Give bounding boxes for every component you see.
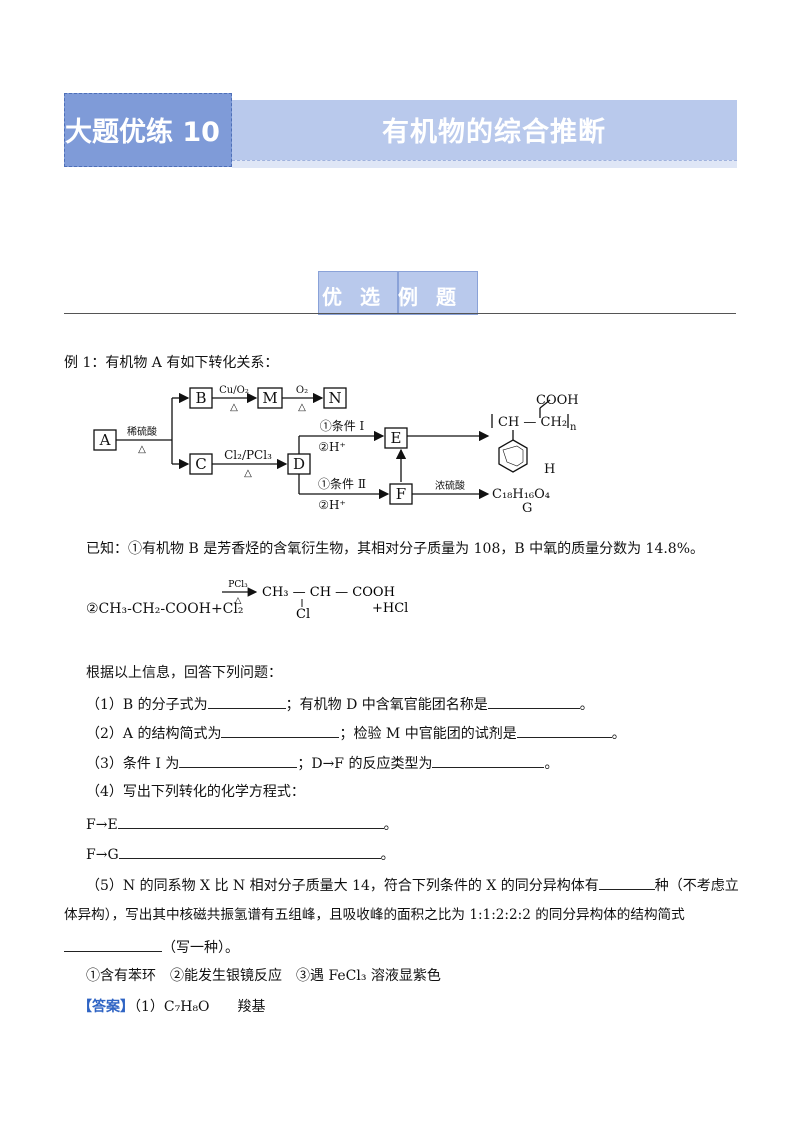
- known-2-tail: +HCl: [372, 601, 408, 616]
- reagent-cu-o2: Cu/O₂: [219, 385, 249, 396]
- q4-fg-label: F→G: [86, 847, 119, 863]
- q5-conditions: ①含有苯环 ②能发生银镜反应 ③遇 FeCl₃ 溶液显紫色: [86, 968, 441, 984]
- q4-fe-end: 。: [383, 817, 398, 833]
- topic-title: 有机物的综合推断: [382, 117, 606, 148]
- label-N: N: [328, 389, 341, 407]
- H-chain: CH — CH₂: [498, 415, 567, 430]
- question-1: （1）B 的分子式为 ；有机物 D 中含氧官能团名称是 。: [86, 694, 594, 714]
- label-C: C: [195, 455, 206, 473]
- q1-part-c: 。: [579, 697, 594, 713]
- label-D: D: [293, 455, 305, 473]
- q1-blank-2[interactable]: [487, 694, 580, 709]
- delta-CD: △: [244, 468, 252, 479]
- question-5-line-3: （写一种）。: [64, 937, 239, 957]
- q2-part-b: ；检验 M 中官能团的试剂是: [339, 726, 517, 742]
- q5-blank-2[interactable]: [64, 937, 162, 952]
- cond-DE-2: ②H⁺: [318, 440, 346, 454]
- H-cooh: COOH: [536, 393, 579, 408]
- banner-divider: [232, 160, 737, 168]
- q2-part-c: 。: [611, 726, 626, 742]
- known-2-left: ②CH₃-CH₂-COOH+Cl₂: [86, 601, 244, 617]
- box-E: [384, 427, 408, 449]
- delta-MN: △: [298, 402, 306, 413]
- q5-part-b: 种（不考虑立: [654, 878, 739, 894]
- book-left-page: [318, 271, 398, 315]
- q4-fg-blank[interactable]: [118, 844, 381, 859]
- q3-blank-2[interactable]: [432, 753, 545, 768]
- known-2-cl: Cl: [296, 607, 310, 622]
- label-B: B: [195, 389, 206, 407]
- G-formula: C₁₈H₁₆O₄: [492, 487, 550, 502]
- known-2-delta: △: [235, 596, 242, 606]
- series-title-block: 大题优练 10: [64, 93, 232, 167]
- box-N: [323, 387, 347, 409]
- known-2-reagent: PCl₃: [228, 580, 248, 590]
- questions-prompt: 根据以上信息，回答下列问题：: [86, 665, 282, 681]
- answer-text: （1）C₇H₈O 羧基: [134, 999, 266, 1015]
- q4-fg-end: 。: [380, 847, 395, 863]
- q5-part-a: （5）N 的同系物 X 比 N 相对分子质量大 14，符合下列条件的 X 的同分…: [86, 878, 599, 894]
- reaction-scheme: A B M N C D E F 稀硫酸 △ Cu/O₂ △ O₂ △ Cl₂/P…: [93, 385, 579, 516]
- q2-blank-2[interactable]: [516, 723, 612, 738]
- q5-blank-1[interactable]: [598, 875, 655, 890]
- H-n: n: [570, 422, 577, 433]
- section-badge-label: 优选例题: [322, 285, 474, 309]
- q3-part-b: ；D→F 的反应类型为: [297, 756, 433, 772]
- reagent-dilute-acid: 稀硫酸: [127, 425, 157, 438]
- q4-fe-blank[interactable]: [117, 814, 384, 829]
- q3-blank-1[interactable]: [179, 753, 298, 768]
- label-M: M: [262, 389, 277, 407]
- cond-DF-2: ②H⁺: [318, 498, 346, 512]
- q1-blank-1[interactable]: [207, 694, 286, 709]
- label-E: E: [391, 429, 402, 447]
- answer-line: 【答案】（1）C₇H₈O 羧基: [78, 998, 266, 1016]
- known-1: 已知：①有机物 B 是芳香烃的含氧衍生物，其相对分子质量为 108，B 中氧的质…: [86, 541, 705, 557]
- question-2: （2）A 的结构简式为 ；检验 M 中官能团的试剂是 。: [86, 723, 626, 743]
- question-3: （3）条件 I 为 ；D→F 的反应类型为 。: [86, 753, 558, 773]
- label-A: A: [99, 431, 111, 449]
- section-badge: 优选例题: [318, 271, 478, 315]
- q4-fe-label: F→E: [86, 817, 118, 833]
- cond-DF-1: ①条件 Ⅱ: [318, 477, 366, 491]
- label-F: F: [396, 485, 406, 503]
- question-5-line-2: 体异构），写出其中核磁共振氢谱有五组峰，且吸收峰的面积之比为 1:1:2:2:2…: [64, 907, 685, 923]
- question-4: （4）写出下列转化的化学方程式：: [86, 784, 305, 800]
- book-right-page: [398, 271, 478, 315]
- question-5-line-1: （5）N 的同系物 X 比 N 相对分子质量大 14，符合下列条件的 X 的同分…: [86, 875, 739, 895]
- cond-DE-1: ①条件 I: [320, 419, 365, 433]
- reagent-cl2-pcl3: Cl₂/PCl₃: [224, 448, 272, 462]
- known-2-product: CH₃ — CH — COOH: [262, 585, 395, 600]
- q3-part-c: 。: [544, 756, 559, 772]
- answer-label: 【答案】: [78, 999, 134, 1015]
- topic-title-block: 有机物的综合推断: [232, 100, 737, 160]
- known-2-reaction: PCl₃ △ CH₃ — CH — COOH Cl +HCl: [222, 580, 408, 622]
- series-title: 大题优练 10: [65, 117, 220, 148]
- reagent-o2: O₂: [296, 385, 308, 396]
- q4-line-fe: F→E 。: [86, 814, 398, 834]
- reagent-conc-acid: 浓硫酸: [435, 479, 465, 492]
- q2-part-a: （2）A 的结构简式为: [86, 726, 222, 742]
- delta-A: △: [138, 444, 146, 455]
- H-label: H: [544, 462, 555, 477]
- q2-blank-1[interactable]: [221, 723, 340, 738]
- q5-part-d: （写一种）。: [162, 940, 239, 956]
- delta-BM: △: [230, 402, 238, 413]
- q1-part-b: ；有机物 D 中含氧官能团名称是: [285, 697, 488, 713]
- question-intro: 例 1：有机物 A 有如下转化关系：: [64, 355, 279, 371]
- section-rule: [64, 313, 736, 314]
- q1-part-a: （1）B 的分子式为: [86, 697, 208, 713]
- q4-line-fg: F→G 。: [86, 844, 395, 864]
- G-label: G: [522, 501, 532, 516]
- q3-part-a: （3）条件 I 为: [86, 756, 180, 772]
